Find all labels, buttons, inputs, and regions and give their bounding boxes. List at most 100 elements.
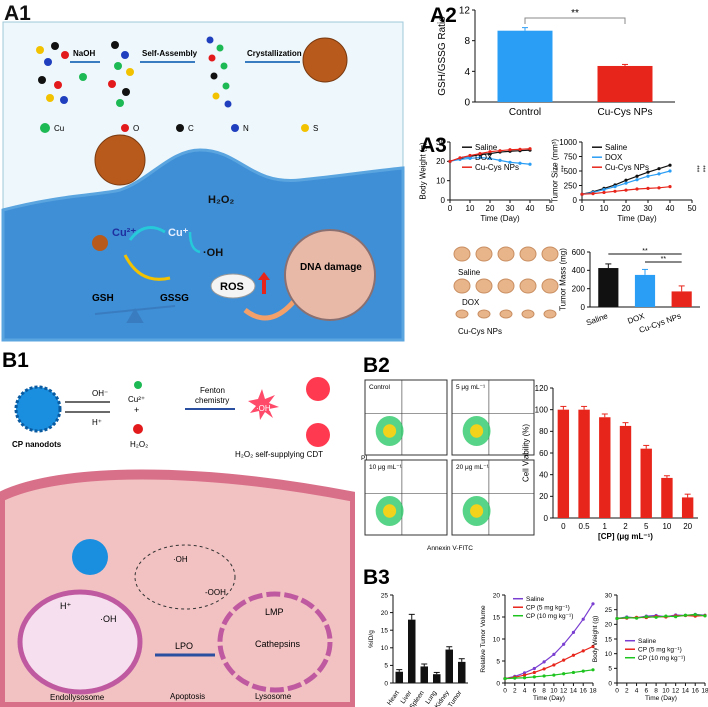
- a2-bar: [597, 65, 653, 102]
- a3_bw-ytick-label: 20: [436, 157, 445, 166]
- a3_ts-ytick-label: 0: [573, 196, 578, 205]
- a2-bar: [497, 30, 553, 103]
- b3_rtv-ytick-label: 20: [493, 592, 501, 599]
- flow-gate-label: 5 μg mL⁻¹: [456, 384, 486, 391]
- b3_rtv-point: [522, 676, 527, 680]
- a3_ts-point: [613, 185, 617, 189]
- b2_cv-category-label: 1: [603, 522, 608, 531]
- b3_bw-xtick-label: 14: [682, 688, 690, 695]
- b3_bw-xtick-label: 18: [701, 688, 708, 695]
- a3_ts-point: [646, 174, 650, 178]
- b3_rtv-point: [522, 671, 527, 675]
- a3_ts-xlabel: Time (Day): [617, 214, 657, 223]
- b3_bw-point: [634, 616, 639, 620]
- b2_cv-category-label: 2: [623, 522, 628, 531]
- atom-legend: Cu O C N S: [40, 123, 318, 133]
- oh-label: ·OH: [203, 247, 223, 259]
- a3_ts-point: [635, 178, 639, 182]
- b3_rtv-series-line: [504, 669, 594, 680]
- a3_ts-point: [580, 192, 584, 196]
- devil-icon: [306, 377, 330, 401]
- b3_bw-ytick-label: 15: [605, 636, 613, 643]
- b3_rtv-point: [571, 630, 576, 634]
- b3_rtv-series-line: [504, 603, 594, 680]
- b3_rtv-point: [532, 666, 536, 671]
- a3_ts-point: [646, 170, 650, 174]
- complex-molecules-icon: [108, 41, 134, 107]
- a3_tm-sig-label: **: [642, 248, 648, 255]
- oh-inset-label: ·OH: [173, 555, 188, 564]
- panel-b3: B3 0510152025%ID/gHeartLiverSpleenLungKi…: [363, 566, 708, 707]
- b2_cv-category-label: 20: [683, 522, 692, 531]
- a3_bw-ytick-label: 10: [436, 176, 445, 185]
- oh-b1-label: ·OH: [256, 404, 271, 413]
- panel-label-a1: A1: [4, 2, 31, 25]
- flow-cell-core: [383, 504, 397, 518]
- a2-sig-label: **: [571, 8, 579, 19]
- nanoparticle-entering-icon: [94, 134, 146, 186]
- tumor-sample: [499, 309, 513, 319]
- a3_ts-xtick-label: 0: [580, 204, 585, 213]
- b3_bio-bar: [458, 661, 466, 683]
- a3_bw-point: [508, 160, 512, 164]
- b3_bw-legend-label: CP (5 mg kg⁻¹): [638, 647, 682, 654]
- a3_ts-ytick-label: 250: [564, 181, 578, 190]
- defeated-devil-icon: [306, 423, 330, 447]
- cu-ion-icon: [134, 381, 142, 389]
- a2-ytick-label: 0: [464, 98, 470, 109]
- a3_bw-sig-label: ***: [557, 165, 563, 173]
- nucleus-icon: [284, 229, 376, 321]
- a3_bw-point: [448, 159, 452, 163]
- b3_bio-bar: [395, 671, 403, 683]
- b3_rtv-point: [591, 644, 595, 649]
- plus-label: +: [134, 405, 139, 415]
- b3_bio-category-label: Heart: [386, 689, 401, 706]
- a3_ts-ytick-label: 1000: [559, 138, 577, 147]
- b2_cv-bar: [599, 417, 611, 518]
- b2_cv-xlabel: [CP] (μg mL⁻¹): [598, 532, 653, 541]
- b3_bw-point: [664, 614, 668, 618]
- b3_rtv-xtick-label: 14: [570, 688, 578, 695]
- b2_cv-category-label: 10: [662, 522, 671, 531]
- tumor-sample: [455, 309, 469, 319]
- a2-category-label: Control: [509, 107, 541, 118]
- cu-cys-nanoparticle-icon: [302, 37, 348, 83]
- b3_bio-ytick-label: 0: [384, 680, 388, 687]
- a3_ts-xtick-label: 20: [622, 204, 631, 213]
- b3_bw-point: [703, 614, 707, 618]
- b3_bio-bar: [433, 674, 441, 683]
- a3_ts-xtick-label: 40: [666, 204, 675, 213]
- legend-s: S: [313, 124, 318, 133]
- b3_rtv-ytick-label: 0: [496, 680, 500, 687]
- b3_rtv-xtick-label: 0: [503, 688, 507, 695]
- a3_tm-bar: [671, 291, 692, 307]
- b2_cv-bar: [640, 448, 652, 518]
- b3_bw-xtick-label: 12: [672, 688, 680, 695]
- h2o2-b1-label: H₂O₂: [130, 440, 148, 449]
- a2-ytick-label: 8: [464, 36, 470, 47]
- b3_rtv-point: [562, 642, 566, 646]
- tumor-sample: [541, 246, 559, 262]
- a3_tm-bar: [634, 274, 656, 307]
- b3_bw-xtick-label: 4: [635, 688, 639, 695]
- b3_bw-ytick-label: 25: [605, 607, 613, 614]
- b3_rtv-legend-label: Saline: [526, 596, 544, 603]
- a3_ts-point: [591, 192, 595, 196]
- a3_ts-point: [635, 187, 639, 191]
- b3_bw-ylabel: Body Weight (g): [592, 616, 599, 662]
- b3_rtv-point: [562, 658, 566, 662]
- flow-cell-core: [383, 424, 397, 438]
- b2_cv-ytick-label: 20: [539, 492, 548, 501]
- flow-gate-label: 10 μg mL⁻¹: [369, 464, 403, 471]
- h2o2-label: H₂O₂: [208, 194, 234, 206]
- a2-ylabel: GSH/GSSG Ratio: [437, 16, 448, 96]
- a3_bw-ytick-label: 30: [436, 138, 445, 147]
- b2_cv-bar: [619, 425, 632, 518]
- b2_cv-ylabel: Cell Viability (%): [522, 424, 531, 482]
- b3_rtv-point: [591, 602, 595, 606]
- b3_rtv-point: [542, 674, 546, 678]
- a3_bw-legend-label: DOX: [475, 153, 493, 162]
- b3_rtv-point: [552, 652, 556, 656]
- b3_rtv-xtick-label: 12: [560, 688, 568, 695]
- a3_bw-point: [518, 147, 522, 151]
